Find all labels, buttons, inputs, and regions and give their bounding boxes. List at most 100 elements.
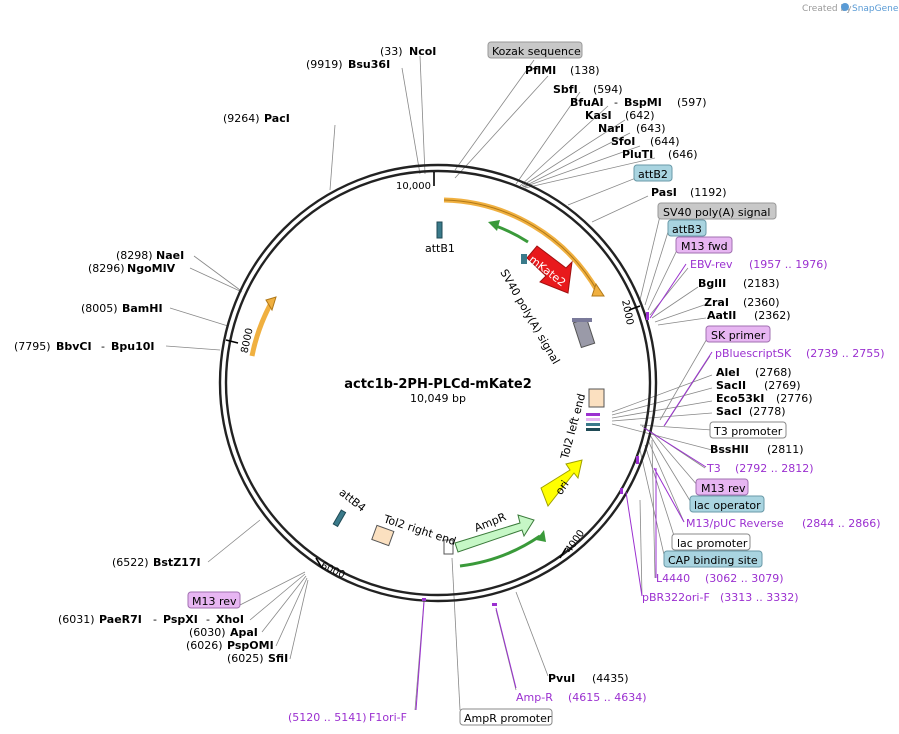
green-arrow-head <box>488 220 500 231</box>
m13rev-left-box-label[interactable]: M13 rev <box>192 595 237 608</box>
pluti-name[interactable]: PluTI <box>622 148 653 161</box>
sfii-pos: (6025) <box>227 652 264 665</box>
apai-pos: (6030) <box>189 626 226 639</box>
pspxi-name[interactable]: PspXI <box>163 613 198 626</box>
tick-10000: 10,000 <box>396 181 431 192</box>
ngomiv-pos: (8296) <box>88 262 125 275</box>
attb3-box-label[interactable]: attB3 <box>672 223 702 236</box>
t3-name[interactable]: T3 <box>706 462 721 475</box>
boxed-feature-labels: Kozak sequence attB2 SV40 poly(A) signal… <box>187 41 787 726</box>
lac-operator-box-label[interactable]: lac operator <box>694 499 761 512</box>
l4440-range: (3062 .. 3079) <box>705 572 784 585</box>
green-arc-bottom <box>459 534 541 568</box>
pbr322-range: (3313 .. 3332) <box>720 591 799 604</box>
kasi-name[interactable]: KasI <box>585 109 612 122</box>
bspmi-name[interactable]: BspMI <box>624 96 662 109</box>
ampr-primer-range: (4615 .. 4634) <box>568 691 647 704</box>
sk-primer-box-label[interactable]: SK primer <box>711 329 766 342</box>
created-by-text: Created by <box>802 4 852 14</box>
alei-name[interactable]: AleI <box>716 366 740 379</box>
saci-name[interactable]: SacI <box>716 405 742 418</box>
snapgene-branding: Created by SnapGene <box>802 3 899 14</box>
bsshii-name[interactable]: BssHII <box>710 443 749 456</box>
bamhi-name[interactable]: BamHI <box>122 302 163 315</box>
ngomiv-name[interactable]: NgoMIV <box>127 262 176 275</box>
leader-lines <box>165 55 713 711</box>
bbvci-name[interactable]: BbvCI <box>56 340 92 353</box>
cap-site-box-label[interactable]: CAP binding site <box>668 554 758 567</box>
kasi-pos: (642) <box>625 109 655 122</box>
m13fwd-box-label[interactable]: M13 fwd <box>681 240 728 253</box>
ebv-rev-name[interactable]: EBV-rev <box>690 258 733 271</box>
paer7i-name[interactable]: PaeR7I <box>99 613 142 626</box>
m13rev-box-label[interactable]: M13 rev <box>701 482 746 495</box>
zrai-pos: (2360) <box>743 296 780 309</box>
attb2-marker <box>521 254 527 264</box>
bstz17i-pos: (6522) <box>112 556 149 569</box>
pbluescriptsk-name[interactable]: pBluescriptSK <box>715 347 792 360</box>
pspomi-pos: (6026) <box>186 639 223 652</box>
pvui-name[interactable]: PvuI <box>548 672 575 685</box>
bstz17i-name[interactable]: BstZ17I <box>153 556 201 569</box>
pvui-pos: (4435) <box>592 672 629 685</box>
naei-pos: (8298) <box>116 249 153 262</box>
kozak-label[interactable]: Kozak sequence <box>492 45 581 58</box>
eco53ki-pos: (2776) <box>776 392 813 405</box>
pfimi-name[interactable]: PflMI <box>525 64 556 77</box>
bsu36i-name[interactable]: Bsu36I <box>348 58 390 71</box>
primer-marks <box>422 312 649 606</box>
sacii-name[interactable]: SacII <box>716 379 746 392</box>
bglii-name[interactable]: BglII <box>698 277 726 290</box>
sfii-name[interactable]: SfiI <box>268 652 288 665</box>
attb1-marker <box>436 221 443 239</box>
sv40-signal-block <box>572 317 596 349</box>
pspomi-name[interactable]: PspOMI <box>227 639 274 652</box>
alei-pos: (2768) <box>755 366 792 379</box>
bglii-pos: (2183) <box>743 277 780 290</box>
attb1-label: attB1 <box>425 242 455 255</box>
snapgene-logo-icon <box>841 3 849 11</box>
sfoi-name[interactable]: SfoI <box>611 135 635 148</box>
nari-name[interactable]: NarI <box>598 122 624 135</box>
ampr-promoter-box-label[interactable]: AmpR promoter <box>464 712 552 725</box>
pasi-name[interactable]: PasI <box>651 186 677 199</box>
tick-4000: 4000 <box>564 528 588 555</box>
m13puc-name[interactable]: M13/pUC Reverse <box>686 517 784 530</box>
paci-name[interactable]: PacI <box>264 112 290 125</box>
snapgene-brand: SnapGene <box>852 4 899 14</box>
orange-arc-left <box>249 303 273 357</box>
bfuai-name[interactable]: BfuAI <box>570 96 604 109</box>
pluti-pos: (646) <box>668 148 698 161</box>
attb4-marker <box>332 509 347 528</box>
zrai-name[interactable]: ZraI <box>704 296 729 309</box>
bpu10i-name[interactable]: Bpu10I <box>111 340 155 353</box>
ebv-rev-range: (1957 .. 1976) <box>749 258 828 271</box>
naei-name[interactable]: NaeI <box>156 249 184 262</box>
pbr322-name[interactable]: pBR322ori-F <box>642 591 710 604</box>
l4440-name[interactable]: L4440 <box>656 572 690 585</box>
plasmid-backbone <box>218 163 658 603</box>
primer-labels: EBV-rev (1957 .. 1976) pBluescriptSK (27… <box>288 258 885 724</box>
xhoi-name[interactable]: XhoI <box>216 613 244 626</box>
attb2-box-label[interactable]: attB2 <box>638 168 668 181</box>
apai-name[interactable]: ApaI <box>230 626 258 639</box>
orange-arrow-head <box>591 282 605 297</box>
tick-marks <box>225 172 641 569</box>
eco53ki-name[interactable]: Eco53kI <box>716 392 764 405</box>
sbfi-name[interactable]: SbfI <box>553 83 578 96</box>
aatii-name[interactable]: AatII <box>707 309 736 322</box>
bsshii-pos: (2811) <box>767 443 804 456</box>
ampr-primer-name[interactable]: Amp-R <box>516 691 553 704</box>
plasmid-name: actc1b-2PH-PLCd-mKate2 <box>344 377 532 392</box>
bbvci-sep: - <box>101 340 105 353</box>
t3-promoter-box-label[interactable]: T3 promoter <box>713 425 783 438</box>
ori-arrow <box>540 459 583 507</box>
lac-promoter-box-label[interactable]: lac promoter <box>677 537 748 550</box>
f1ori-name[interactable]: F1ori-F <box>369 711 407 724</box>
mcs-block <box>586 413 600 431</box>
bbvci-pos: (7795) <box>14 340 51 353</box>
t3-range: (2792 .. 2812) <box>735 462 814 475</box>
orange-arrow-left <box>265 296 277 312</box>
ncoi-name[interactable]: NcoI <box>409 45 436 58</box>
sv40-signal-box-label[interactable]: SV40 poly(A) signal <box>663 206 770 219</box>
